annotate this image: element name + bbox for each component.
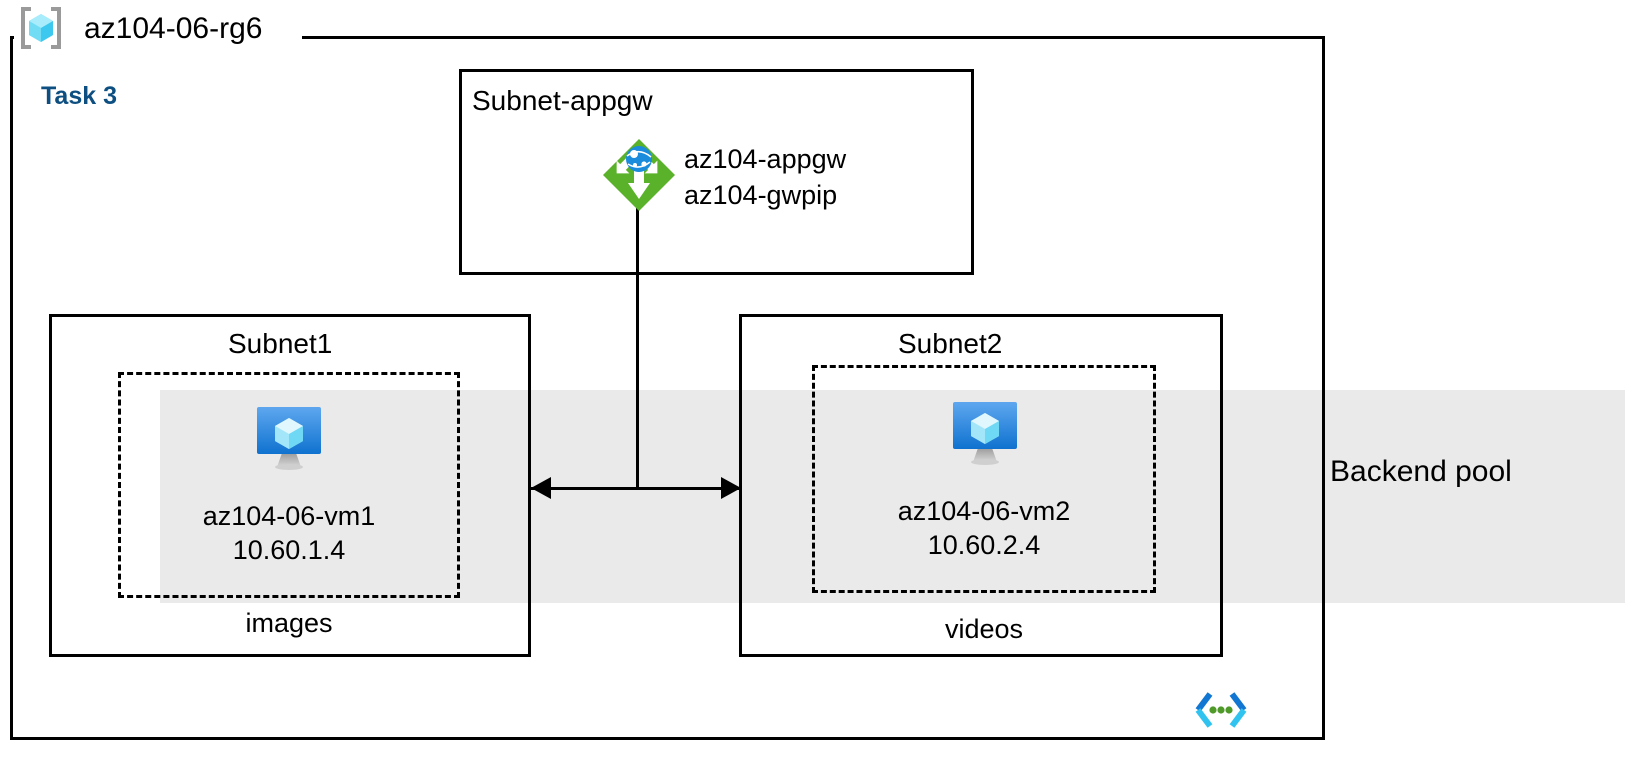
backend-pool-band [160, 390, 1625, 603]
subnet2-sub-label: videos [944, 614, 1024, 644]
subnet1-box [49, 314, 531, 657]
arrow-head-left-icon [531, 477, 551, 499]
subnet1-vm-ip: 10.60.1.4 [232, 534, 346, 565]
resource-group-header-mask [14, 20, 302, 56]
application-gateway-icon [601, 137, 677, 213]
subnet1-vm-container [118, 372, 460, 598]
subnet2-vm-ip: 10.60.2.4 [927, 529, 1041, 560]
application-gateway-label: az104-appgw az104-gwpip [684, 142, 846, 213]
backend-pool-label: Backend pool [1330, 455, 1512, 488]
subnet1-subnet2-connector [531, 487, 741, 490]
subnet1-vm-text: az104-06-vm1 10.60.1.4 [118, 500, 460, 568]
appgw-to-subnets-connector [636, 205, 639, 489]
subnet2-vm-name: az104-06-vm2 [897, 496, 1071, 526]
subnet-appgw-title: Subnet-appgw [472, 85, 653, 116]
arrow-head-right-icon [721, 477, 741, 499]
appgw-name-line-2: az104-gwpip [684, 179, 838, 210]
subnet2-vm-container [812, 365, 1156, 593]
subnet-appgw-box [459, 69, 974, 275]
virtual-machine-icon [251, 405, 327, 471]
template-code-icon [1194, 690, 1248, 734]
appgw-name-line-1: az104-appgw [684, 144, 847, 174]
virtual-machine-icon [947, 400, 1023, 466]
subnet1-sub-label: images [245, 608, 333, 638]
subnet1-vm-name: az104-06-vm1 [202, 501, 376, 531]
resource-group-icon [18, 6, 64, 50]
task-label: Task 3 [41, 82, 117, 110]
subnet2-title: Subnet2 [898, 328, 1003, 359]
resource-group-title: az104-06-rg6 [84, 12, 263, 45]
subnet1-title: Subnet1 [228, 328, 333, 359]
resource-group-boundary [10, 36, 1325, 740]
subnet2-vm-text: az104-06-vm2 10.60.2.4 [812, 495, 1156, 563]
